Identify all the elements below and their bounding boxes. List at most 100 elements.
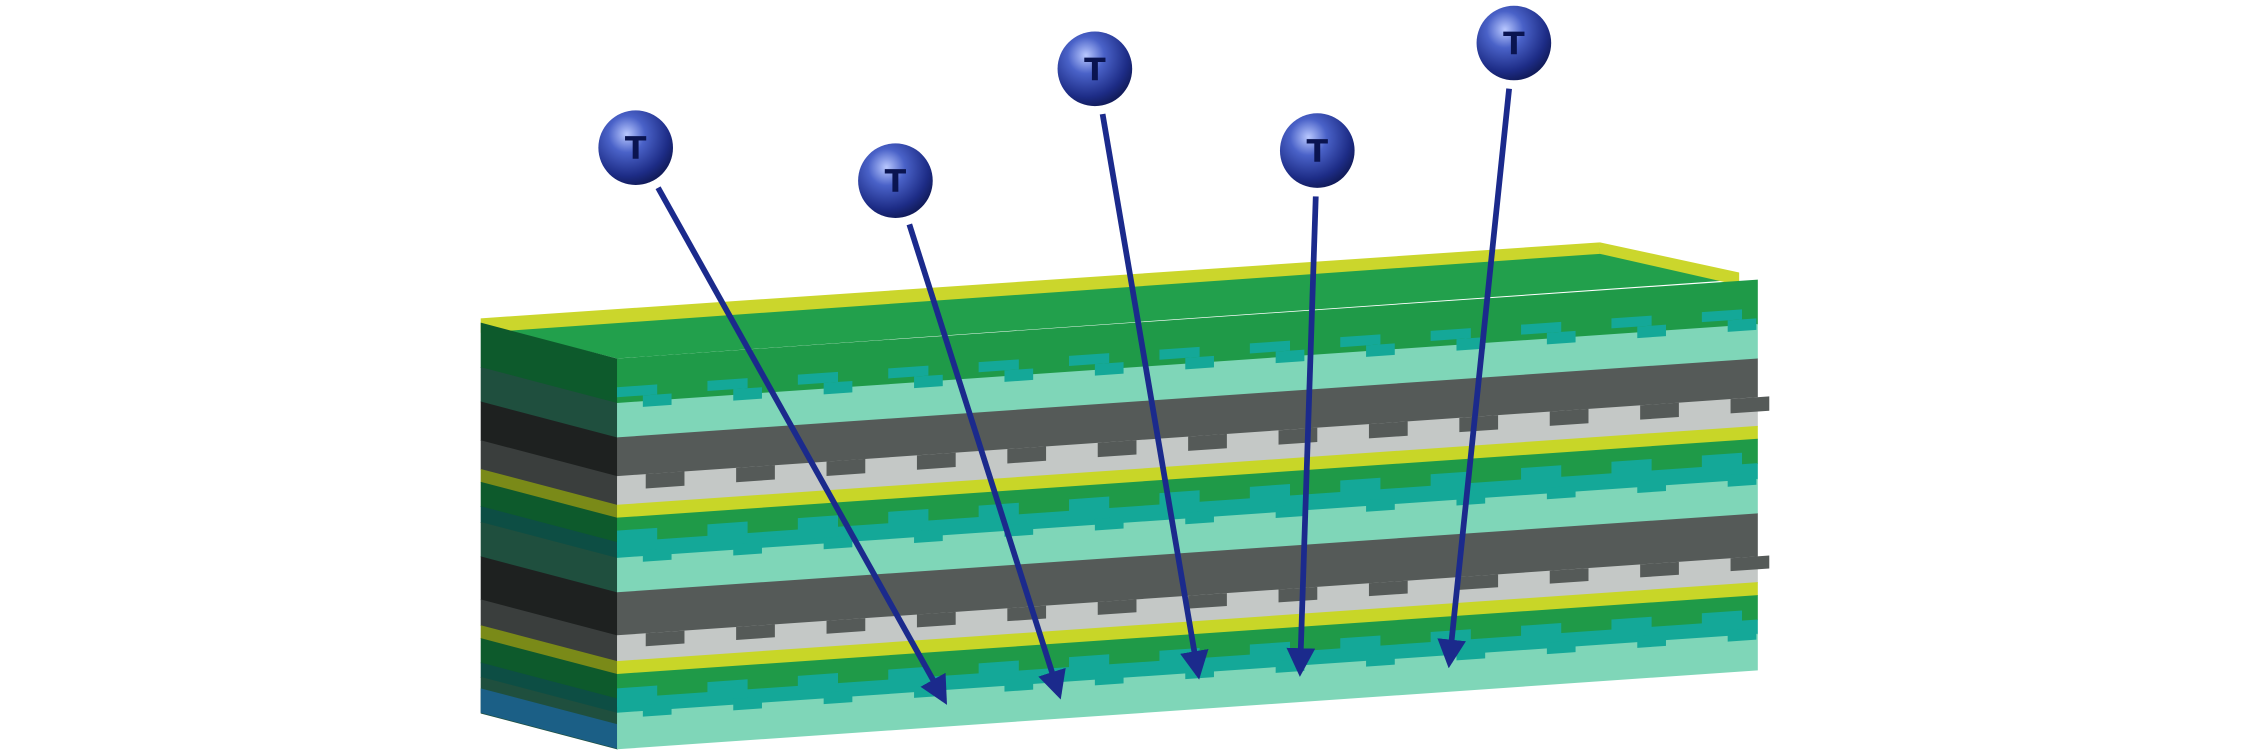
tritium-particle-2: T (858, 143, 933, 218)
tritium-particle-3: T (1057, 31, 1133, 107)
teal-step (888, 666, 929, 689)
layer-aqua (617, 324, 1758, 439)
teal-notch (1094, 362, 1124, 376)
teal-notch (1727, 473, 1757, 487)
particle-label: T (625, 131, 647, 167)
particle-label: T (885, 164, 907, 200)
teal-notch (1275, 504, 1305, 519)
teal-step (1521, 321, 1562, 335)
teal-notch (1275, 349, 1305, 364)
particle-sphere (858, 143, 933, 218)
side-layer-aqua (480, 521, 618, 594)
teal-notch (1185, 510, 1214, 525)
teal-step (1521, 623, 1562, 645)
side-layer-aqua (480, 367, 618, 439)
teal-step (1340, 334, 1381, 348)
side-layer-green (480, 481, 618, 543)
side-layer-green (480, 638, 618, 700)
side-layer-yellow (480, 625, 618, 675)
layer-yellow (617, 582, 1758, 675)
side-bottom-layer (480, 688, 618, 749)
teal-step (1430, 471, 1471, 496)
teal-notch (1546, 330, 1576, 345)
side-layer-light-gray (480, 440, 618, 506)
gray-notch (1549, 408, 1589, 426)
teal-step (978, 660, 1019, 682)
teal-notch (1004, 368, 1034, 382)
teal-notch (823, 690, 853, 705)
teal-notch (1727, 318, 1757, 332)
permeation-arrow-2 (906, 223, 1066, 700)
arrows (655, 88, 1512, 705)
side-layer-green (480, 322, 618, 404)
side-layer-yellow (480, 468, 618, 519)
gray-notch (1549, 568, 1589, 584)
teal-step (1701, 452, 1743, 478)
teal-notch (1546, 640, 1576, 655)
gray-notch (1368, 421, 1408, 439)
teal-notch (733, 696, 762, 711)
permeation-arrow-5 (1437, 88, 1512, 669)
gray-notch (1278, 586, 1318, 603)
teal-step (617, 384, 658, 398)
teal-notch (1456, 337, 1486, 351)
teal-notch (642, 548, 672, 562)
tritium-particle-1: T (598, 110, 673, 185)
teal-notch (1094, 517, 1124, 531)
gray-notch (916, 452, 956, 470)
layer-dark-gray (617, 513, 1758, 636)
teal-step (1611, 459, 1652, 484)
teal-step (707, 521, 748, 546)
teal-step (888, 365, 929, 379)
gray-notch (1640, 561, 1679, 578)
teal-step (1159, 346, 1200, 360)
layer-dark-gray (617, 358, 1758, 477)
permeation-arrow-1 (655, 186, 947, 705)
gray-notch (1640, 402, 1679, 420)
teal-step (797, 515, 839, 540)
teal-step (1340, 477, 1381, 503)
teal-step (1611, 315, 1652, 329)
particle-sphere (1279, 113, 1355, 188)
gray-notch (826, 458, 866, 476)
gray-notch (1459, 415, 1499, 433)
teal-notch (1546, 485, 1576, 500)
side-layer-light-gray (480, 599, 618, 662)
gray-notch (1459, 574, 1499, 590)
gray-notch (1097, 599, 1137, 615)
gray-notch (1730, 555, 1770, 572)
teal-notch (642, 393, 672, 407)
block-side-face (480, 322, 618, 750)
teal-notch (1456, 492, 1486, 506)
side-layer-teal (480, 506, 618, 559)
teal-step (707, 679, 748, 701)
teal-notch (1004, 678, 1034, 692)
teal-notch (1366, 343, 1395, 357)
tritium-particle-4: T (1279, 113, 1355, 188)
top-yellow-rim (480, 242, 1600, 333)
teal-step (1340, 635, 1381, 657)
teal-step (1521, 465, 1562, 490)
teal-notch (1637, 479, 1666, 493)
teal-step (1430, 328, 1471, 341)
teal-notch (1094, 671, 1124, 686)
side-layer-teal (480, 662, 618, 714)
particle-label: T (1084, 52, 1106, 88)
side-layer-dark-gray (480, 556, 618, 637)
teal-step (978, 502, 1019, 528)
side-layer-dark-gray (480, 401, 618, 478)
teal-notch (1185, 355, 1214, 370)
teal-step (797, 673, 839, 695)
gray-notch (826, 618, 866, 634)
teal-step (617, 685, 658, 707)
gray-notch (1097, 440, 1137, 458)
teal-notch (733, 387, 762, 401)
teal-notch (823, 380, 853, 395)
teal-step (1701, 309, 1743, 323)
teal-step (1249, 484, 1291, 509)
layer-aqua (617, 478, 1758, 593)
teal-notch (1727, 628, 1757, 642)
teal-notch (1637, 634, 1666, 648)
teal-notch (1366, 653, 1395, 667)
